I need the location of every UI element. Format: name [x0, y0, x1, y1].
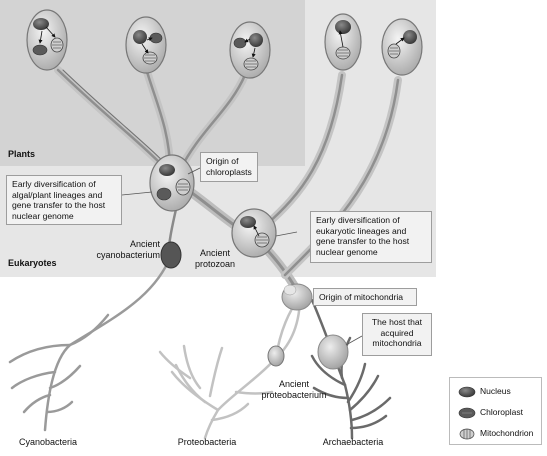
ancient-protozoan-line-1: Ancient [199, 248, 231, 258]
eukaryote-cell-2 [381, 18, 423, 76]
legend: Nucleus Chloroplast Mitochondrion [449, 377, 542, 445]
plants-label: Plants [8, 149, 36, 159]
ancient-cyanobacterium-line-1: Ancient [129, 239, 160, 249]
early-eukaryotic-box: Early diversification of eukaryotic line… [310, 211, 432, 263]
chloroplast-icon [458, 407, 476, 419]
legend-item-chloroplast: Chloroplast [450, 405, 543, 421]
ancient-protozoan-label: Ancient protozoan [190, 248, 240, 270]
eukaryotes-label: Eukaryotes [8, 258, 57, 268]
origin-chloroplasts-box: Origin of chloroplasts [200, 152, 258, 182]
legend-mitochondrion-label: Mitochondrion [480, 428, 534, 438]
origin-mitochondria-box: Origin of mitochondria [313, 288, 417, 306]
host-acquired-line-1: The host that [371, 317, 423, 327]
origin-chloroplasts-line-2: chloroplasts [206, 166, 252, 177]
early-eukaryotic-line-3: gene transfer to the host [316, 236, 410, 247]
host-acquired-box: The host that acquired mitochondria [362, 313, 432, 356]
ancient-proteobacterium-label: Ancient proteobacterium [254, 379, 334, 401]
early-eukaryotic-line-2: eukaryotic lineages and [316, 225, 407, 236]
ancient-protozoan-cell [231, 208, 277, 258]
ancient-proteobacterium-line-1: Ancient [278, 379, 310, 389]
plant-cell-3 [229, 21, 271, 79]
mitochondrion-icon [459, 428, 475, 440]
legend-nucleus-label: Nucleus [480, 386, 511, 396]
early-algal-line-1: Early diversification of [12, 179, 96, 189]
host-acquired-line-2: acquired [380, 327, 414, 338]
early-algal-line-3: gene transfer to the host [12, 200, 106, 211]
plant-cell-1 [26, 9, 68, 71]
ancient-cyanobacterium-line-2: cyanobacterium [96, 250, 160, 260]
host-cell-blob [317, 334, 349, 370]
chloroplast-origin-cell [149, 154, 195, 212]
host-acquired-line-3: mitochondria [372, 338, 422, 349]
archaebacteria-tree [310, 298, 392, 440]
early-eukaryotic-line-4: nuclear genome [316, 246, 378, 257]
early-eukaryotic-line-1: Early diversification of [316, 215, 400, 225]
ancient-proteobacterium-blob [267, 345, 285, 367]
origin-mitochondria-text: Origin of mitochondria [319, 292, 404, 302]
early-algal-line-2: algal/plant lineages and [12, 189, 103, 200]
cyanobacteria-label: Cyanobacteria [18, 437, 78, 447]
early-algal-line-4: nuclear genome [12, 210, 74, 221]
eukaryote-cell-1 [324, 13, 362, 71]
proteobacteria-label: Proteobacteria [177, 437, 237, 447]
plant-cell-2 [125, 16, 167, 74]
cyanobacteria-tree [8, 260, 170, 432]
ancient-proteobacterium-line-2: proteobacterium [261, 390, 327, 400]
ancient-protozoan-line-2: protozoan [194, 259, 236, 269]
ancient-cyanobacterium-blob [160, 241, 182, 269]
ancient-cyanobacterium-label: Ancient cyanobacterium [74, 239, 160, 261]
early-algal-box: Early diversification of algal/plant lin… [6, 175, 122, 225]
legend-item-nucleus: Nucleus [450, 384, 543, 400]
proteobacteria-tree [158, 294, 302, 440]
origin-chloroplasts-line-1: Origin of [206, 156, 239, 166]
legend-item-mitochondrion: Mitochondrion [450, 426, 543, 442]
nucleus-icon [458, 386, 476, 398]
archaebacteria-label: Archaebacteria [322, 437, 384, 447]
legend-chloroplast-label: Chloroplast [480, 407, 523, 417]
